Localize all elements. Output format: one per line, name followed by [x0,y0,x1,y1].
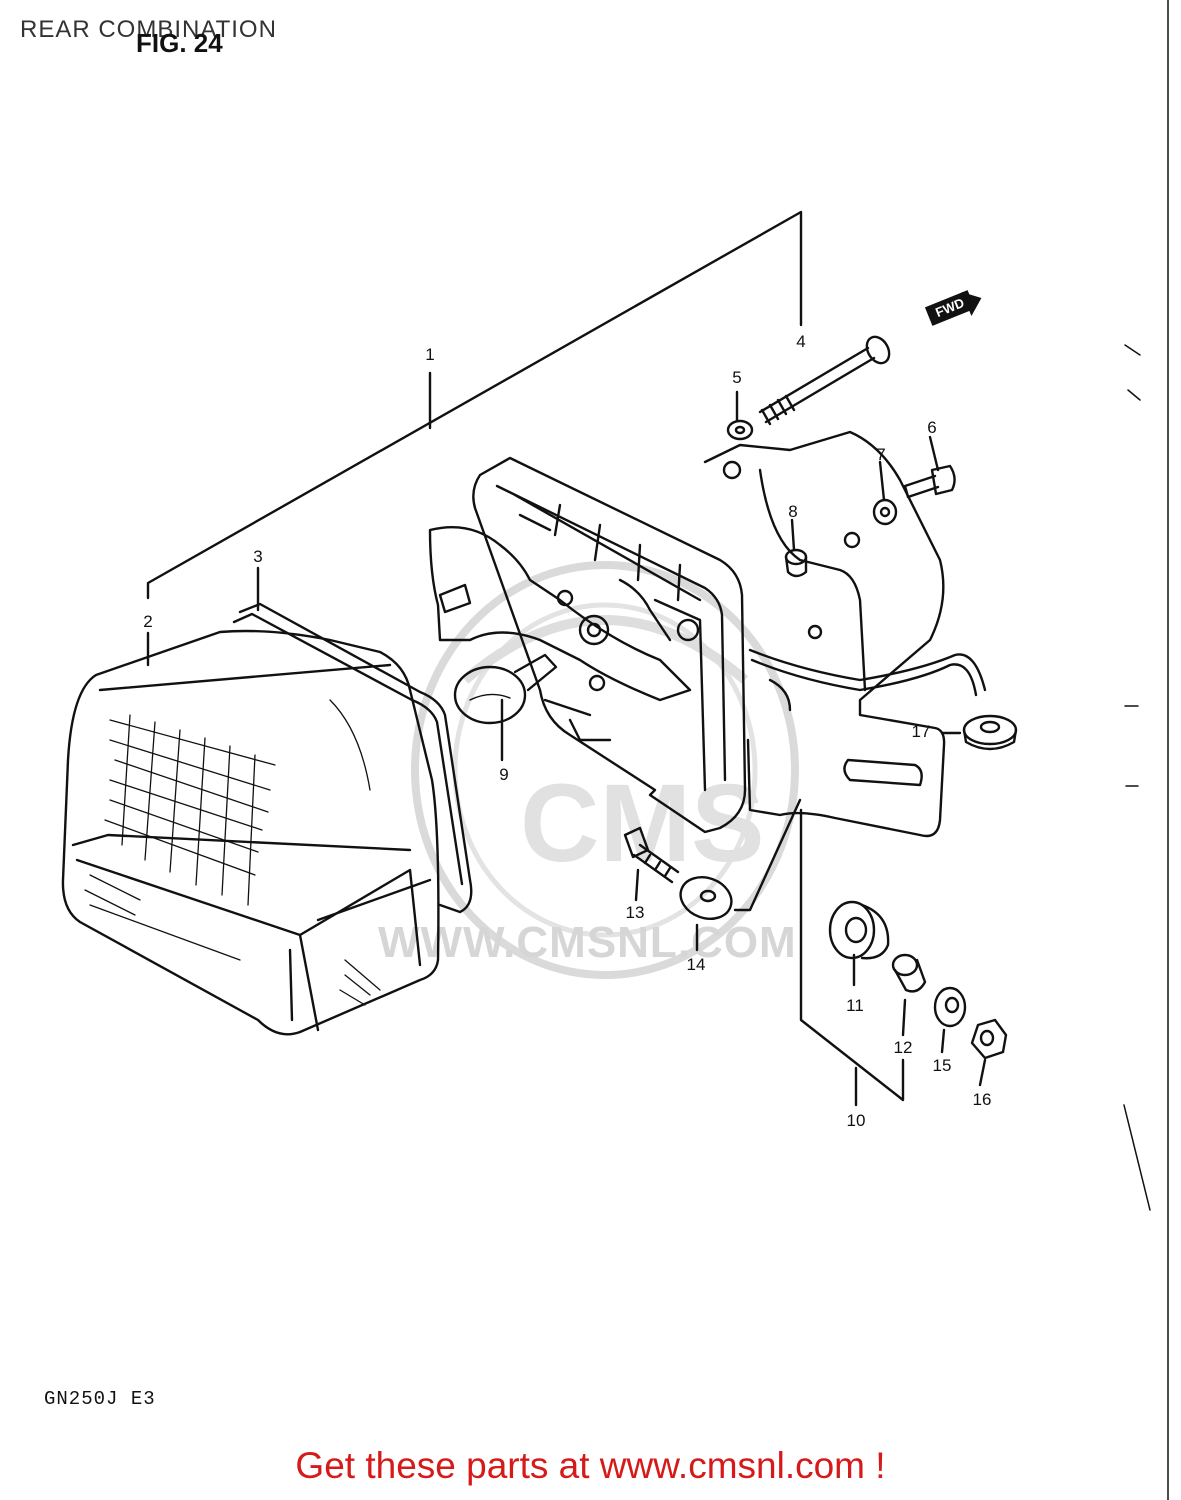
callout-15: 15 [932,1056,952,1075]
lens-gasket [232,602,473,914]
tail-lens [61,629,440,1036]
callout-13: 13 [625,903,645,922]
callout-1: 1 [425,345,435,364]
grommet-17 [962,714,1018,751]
callout-2: 2 [143,612,153,631]
lamp-base [428,456,747,834]
callout-8: 8 [788,502,798,521]
washer-14 [679,876,733,920]
screw-6 [903,464,956,499]
callout-7: 7 [876,445,886,464]
callout-10: 10 [846,1111,866,1130]
washer-15 [933,986,967,1028]
nut-16 [970,1018,1008,1060]
callout-11: 11 [846,996,864,1015]
bolt-13 [623,826,680,884]
callout-5: 5 [732,368,742,387]
watermark-url: WWW.CMSNL.COM [378,918,797,967]
lock-washer-7 [872,498,898,526]
callout-6: 6 [927,418,937,437]
mounting-bracket [703,430,987,838]
scan-edge-marks [1123,0,1169,1500]
long-bolt [758,335,891,426]
promo-link[interactable]: Get these parts at www.cmsnl.com ! [295,1445,886,1486]
callout-9: 9 [499,765,509,784]
collar-8 [784,548,808,578]
collar-12 [891,953,927,993]
grommet-11 [828,900,890,960]
callout-12: 12 [893,1038,913,1057]
callout-3: 3 [253,547,263,566]
washer-5 [726,419,754,441]
model-code: GN250J E3 [44,1388,156,1410]
callout-4: 4 [796,332,806,351]
bulb [453,653,558,725]
callout-16: 16 [972,1090,992,1109]
figure-label: FIG. 24 [136,28,223,58]
page-title: REAR COMBINATION [20,16,277,43]
leader-lines [146,210,987,1107]
callout-14: 14 [686,955,706,974]
callout-17: 17 [911,722,931,741]
